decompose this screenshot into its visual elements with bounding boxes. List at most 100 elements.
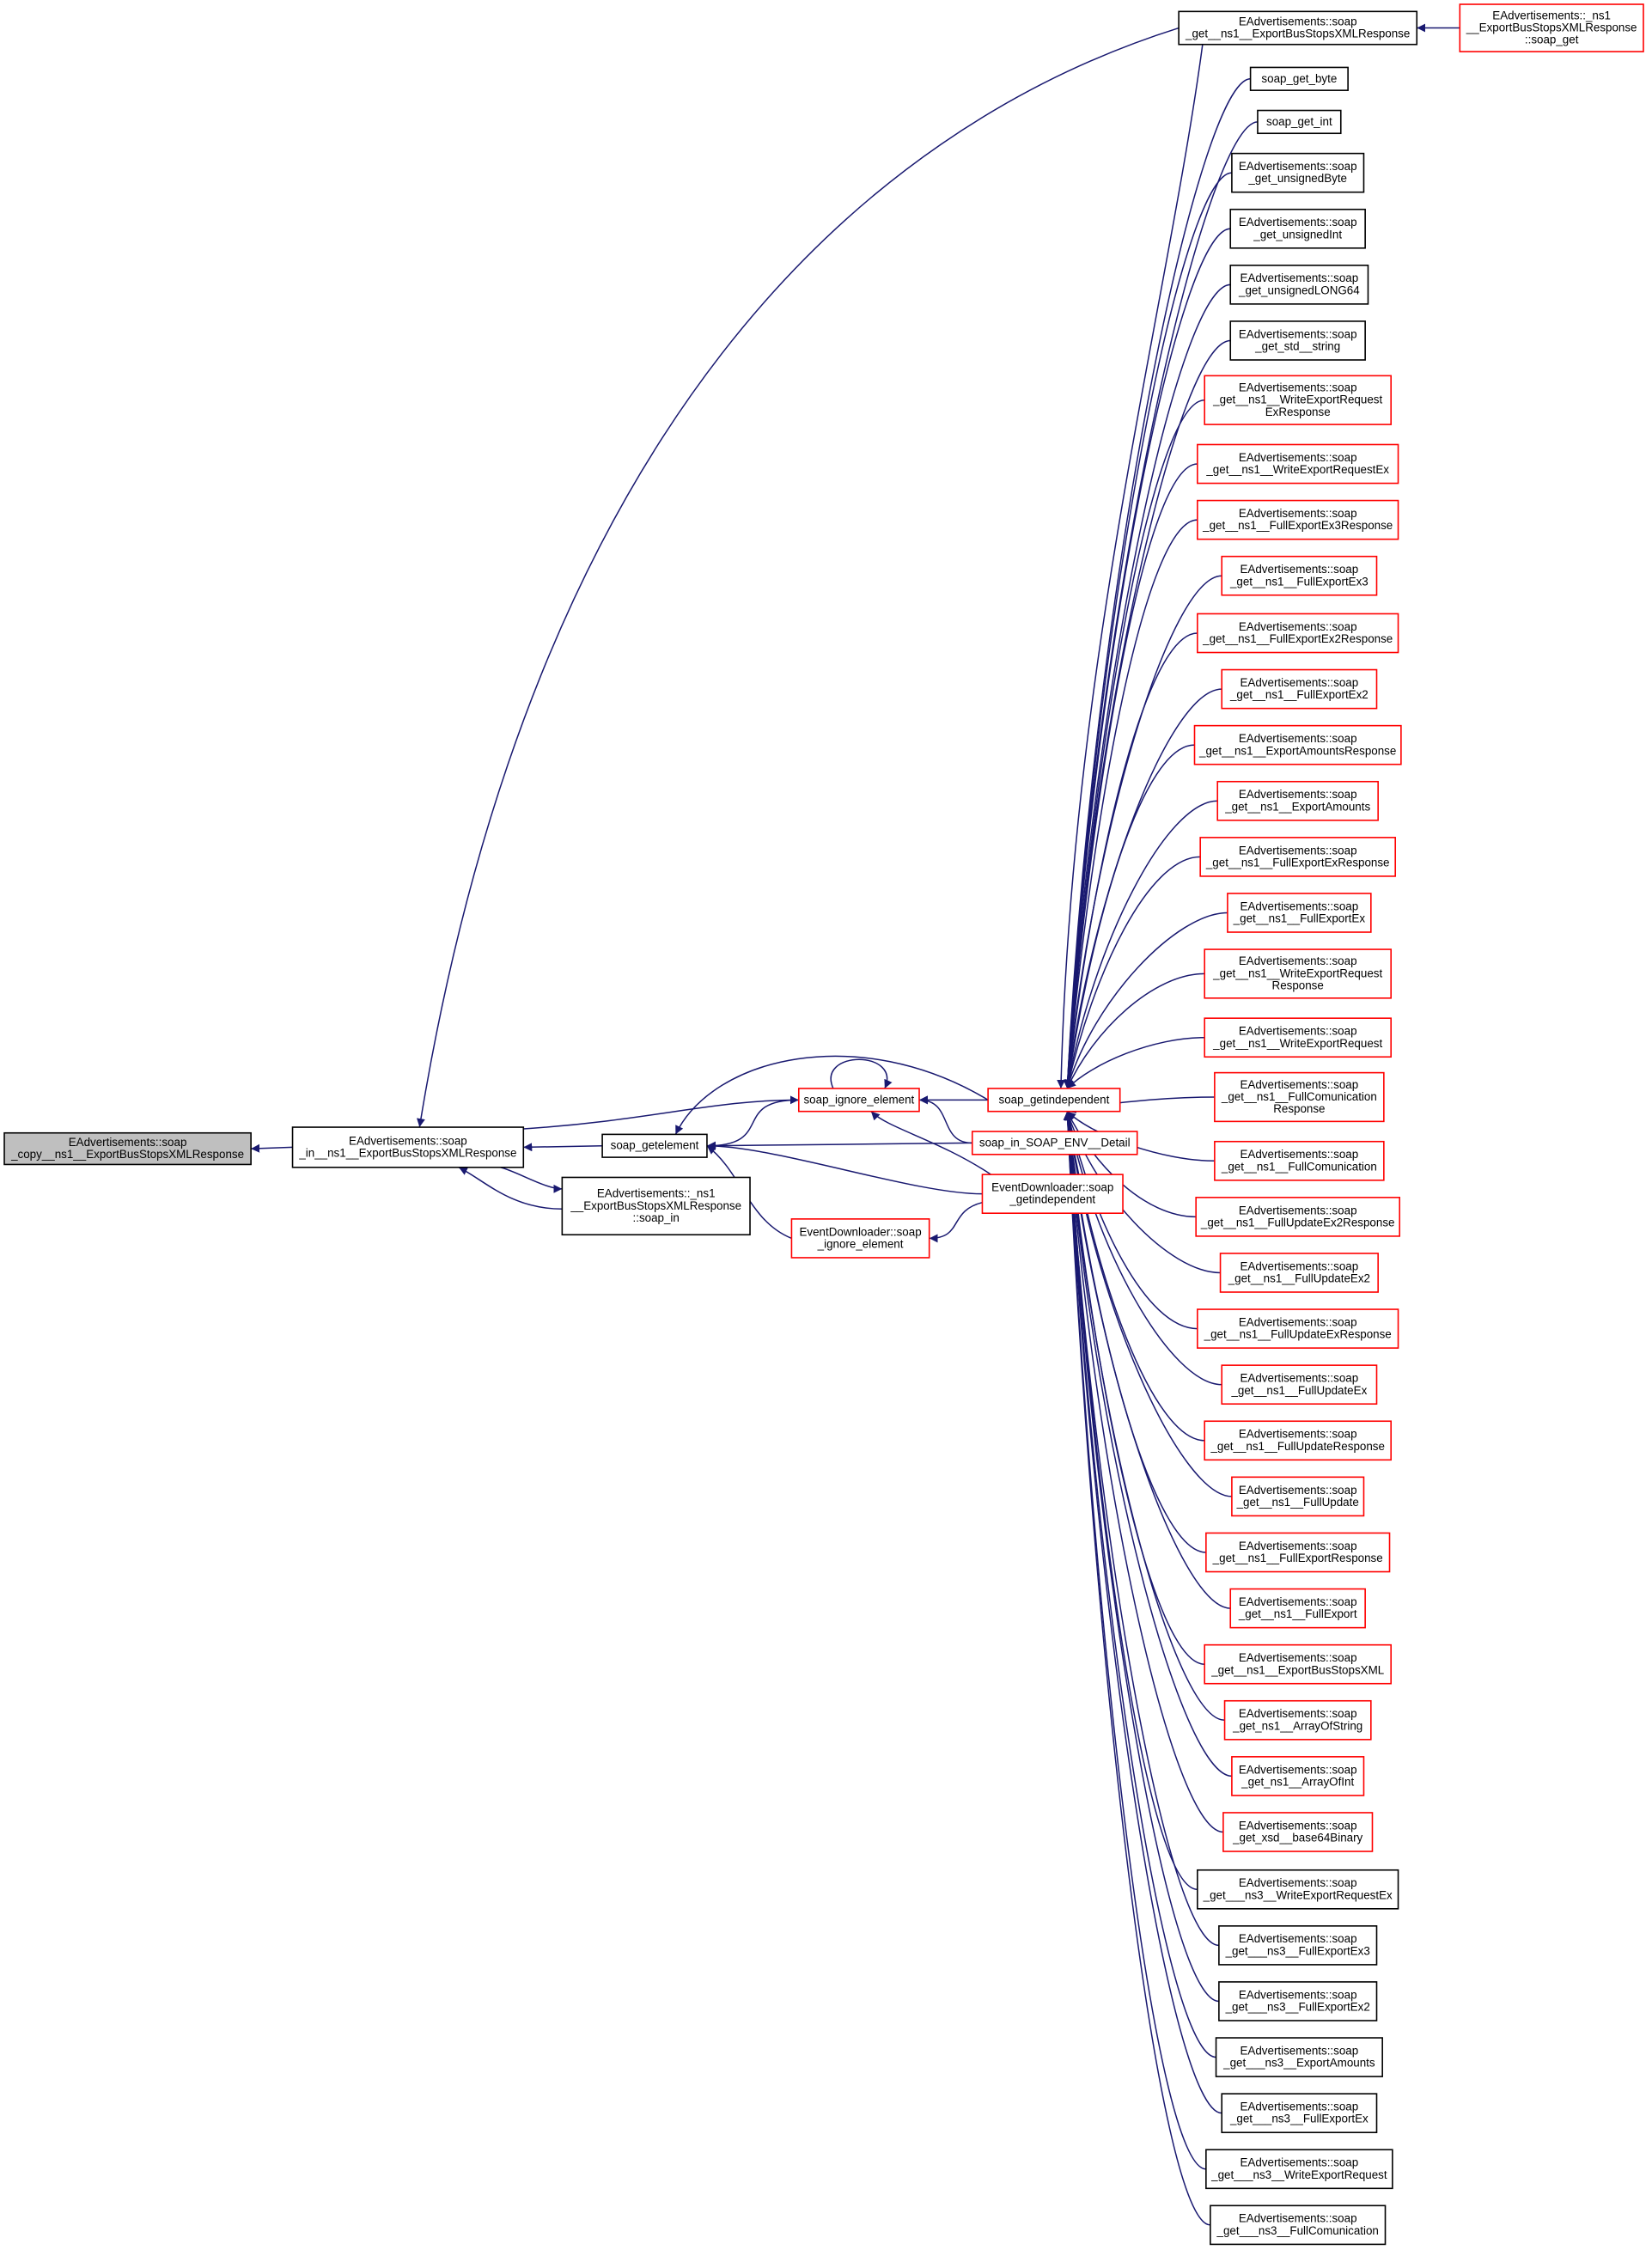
node-box[interactable]	[1229, 265, 1369, 305]
node-box[interactable]	[1210, 2204, 1387, 2246]
node-soap-getelement[interactable]: soap_getelement	[601, 1133, 708, 1158]
node-soap-in-soap-env-detail[interactable]: soap_in_SOAP_ENV__Detail	[971, 1131, 1138, 1155]
node-box[interactable]	[1218, 1981, 1378, 2021]
node-get-base64Binary[interactable]: EAdvertisements::soap_get_xsd__base64Bin…	[1222, 1812, 1374, 1852]
node-box[interactable]	[1221, 1364, 1378, 1405]
node-box[interactable]	[1193, 724, 1402, 765]
node-get-ns3-WriteExportRequestEx[interactable]: EAdvertisements::soap_get___ns3__WriteEx…	[1197, 1869, 1399, 1910]
node-box[interactable]	[601, 1133, 708, 1158]
node-get-ExportBusStopsXML[interactable]: EAdvertisements::soap_get__ns1__ExportBu…	[1204, 1643, 1392, 1685]
node-get-FullComunicationResponse[interactable]: EAdvertisements::soap_get__ns1__FullComu…	[1214, 1071, 1385, 1123]
node-box[interactable]	[1204, 375, 1392, 425]
node-box[interactable]	[987, 1088, 1121, 1113]
node-get-FullExportEx2Response[interactable]: EAdvertisements::soap_get__ns1__FullExpo…	[1197, 613, 1399, 654]
node-box[interactable]	[1197, 499, 1399, 540]
node-ns1-soap-get[interactable]: EAdvertisements::_ns1__ExportBusStopsXML…	[1459, 3, 1644, 52]
node-get-ns1-ExportBusStopsXMLResponse[interactable]: EAdvertisements::soap_get__ns1__ExportBu…	[1178, 10, 1418, 46]
node-box[interactable]	[291, 1126, 525, 1168]
node-box[interactable]	[1216, 780, 1379, 821]
node-get-FullUpdateEx2Response[interactable]: EAdvertisements::soap_get__ns1__FullUpda…	[1195, 1197, 1401, 1237]
node-box[interactable]	[1222, 1812, 1374, 1852]
node-get-ns3-FullComunication[interactable]: EAdvertisements::soap_get___ns3__FullCom…	[1210, 2204, 1387, 2246]
node-box[interactable]	[1229, 1588, 1366, 1629]
node-soap-get-int[interactable]: soap_get_int	[1257, 109, 1342, 135]
node-get-unsignedByte[interactable]: EAdvertisements::soap_get_unsignedByte	[1231, 152, 1365, 193]
node-soap-ignore-element[interactable]: soap_ignore_element	[797, 1088, 920, 1113]
node-get-ns3-ExportAmounts[interactable]: EAdvertisements::soap_get___ns3__ExportA…	[1215, 2037, 1383, 2077]
node-soap-getindependent[interactable]: soap_getindependent	[987, 1088, 1121, 1113]
node-get-FullUpdateResponse[interactable]: EAdvertisements::soap_get__ns1__FullUpda…	[1204, 1420, 1392, 1461]
node-box[interactable]	[1204, 1017, 1392, 1058]
node-box[interactable]	[1218, 1925, 1378, 1966]
node-box[interactable]	[3, 1131, 252, 1166]
node-get-ns3-FullExportEx3[interactable]: EAdvertisements::soap_get___ns3__FullExp…	[1218, 1925, 1378, 1966]
node-ed-getindependent[interactable]: EventDownloader::soap_getindependent	[981, 1174, 1124, 1215]
node-get-unsignedInt[interactable]: EAdvertisements::soap_get_unsignedInt	[1229, 208, 1366, 249]
node-box[interactable]	[1214, 1071, 1385, 1123]
node-box[interactable]	[1231, 1476, 1365, 1517]
node-get-FullExport[interactable]: EAdvertisements::soap_get__ns1__FullExpo…	[1229, 1588, 1366, 1629]
node-box[interactable]	[1204, 948, 1392, 999]
node-get-ns3-FullExportEx2[interactable]: EAdvertisements::soap_get___ns3__FullExp…	[1218, 1981, 1378, 2021]
node-get-ExportAmountsResponse[interactable]: EAdvertisements::soap_get__ns1__ExportAm…	[1193, 724, 1402, 765]
node-box[interactable]	[1205, 2149, 1393, 2190]
node-box[interactable]	[1231, 1756, 1365, 1796]
node-get-FullExportResponse[interactable]: EAdvertisements::soap_get__ns1__FullExpo…	[1205, 1532, 1391, 1573]
node-get-ns3-WriteExportRequest[interactable]: EAdvertisements::soap_get___ns3__WriteEx…	[1205, 2149, 1393, 2190]
node-box[interactable]	[971, 1131, 1138, 1155]
node-get-WriteExportRequestResponse[interactable]: EAdvertisements::soap_get__ns1__WriteExp…	[1204, 948, 1392, 999]
node-box[interactable]	[1249, 66, 1349, 91]
node-box[interactable]	[1221, 555, 1378, 596]
node-get-ExportAmounts[interactable]: EAdvertisements::soap_get__ns1__ExportAm…	[1216, 780, 1379, 821]
node-get-FullUpdate[interactable]: EAdvertisements::soap_get__ns1__FullUpda…	[1231, 1476, 1365, 1517]
node-box[interactable]	[1459, 3, 1644, 52]
node-box[interactable]	[1178, 10, 1418, 46]
node-get-FullExportEx2[interactable]: EAdvertisements::soap_get__ns1__FullExpo…	[1221, 668, 1378, 710]
node-get-FullUpdateExResponse[interactable]: EAdvertisements::soap_get__ns1__FullUpda…	[1197, 1308, 1399, 1349]
node-get-unsignedLONG64[interactable]: EAdvertisements::soap_get_unsignedLONG64	[1229, 265, 1369, 305]
node-box[interactable]	[1204, 1643, 1392, 1685]
node-root[interactable]: EAdvertisements::soap_copy__ns1__ExportB…	[3, 1131, 252, 1166]
node-get-FullExportEx[interactable]: EAdvertisements::soap_get__ns1__FullExpo…	[1227, 893, 1372, 933]
node-get-ns3-FullExportEx[interactable]: EAdvertisements::soap_get___ns3__FullExp…	[1221, 2093, 1378, 2134]
node-box[interactable]	[1223, 1699, 1372, 1741]
node-get-FullExportExResponse[interactable]: EAdvertisements::soap_get__ns1__FullExpo…	[1199, 837, 1397, 877]
node-box[interactable]	[1197, 1308, 1399, 1349]
node-box[interactable]	[1257, 109, 1342, 135]
node-box[interactable]	[1197, 443, 1399, 485]
node-get-WriteExportRequestExResponse[interactable]: EAdvertisements::soap_get__ns1__WriteExp…	[1204, 375, 1392, 425]
node-ns1-soap-in[interactable]: EAdvertisements::_ns1__ExportBusStopsXML…	[561, 1176, 751, 1236]
node-box[interactable]	[1199, 837, 1397, 877]
node-soap-get-byte[interactable]: soap_get_byte	[1249, 66, 1349, 91]
node-soap-in[interactable]: EAdvertisements::soap_in__ns1__ExportBus…	[291, 1126, 525, 1168]
node-box[interactable]	[1221, 668, 1378, 710]
node-box[interactable]	[1215, 2037, 1383, 2077]
node-get-ArrayOfInt[interactable]: EAdvertisements::soap_get_ns1__ArrayOfIn…	[1231, 1756, 1365, 1796]
node-box[interactable]	[1231, 152, 1365, 193]
node-get-WriteExportRequest[interactable]: EAdvertisements::soap_get__ns1__WriteExp…	[1204, 1017, 1392, 1058]
node-get-FullUpdateEx[interactable]: EAdvertisements::soap_get__ns1__FullUpda…	[1221, 1364, 1378, 1405]
node-box[interactable]	[1229, 208, 1366, 249]
node-get-ArrayOfString[interactable]: EAdvertisements::soap_get_ns1__ArrayOfSt…	[1223, 1699, 1372, 1741]
node-box[interactable]	[1229, 320, 1366, 361]
node-box[interactable]	[1195, 1197, 1401, 1237]
node-get-WriteExportRequestEx[interactable]: EAdvertisements::soap_get__ns1__WriteExp…	[1197, 443, 1399, 485]
node-box[interactable]	[1204, 1420, 1392, 1461]
node-ed-ignore-element[interactable]: EventDownloader::soap_ignore_element	[790, 1218, 930, 1259]
node-box[interactable]	[1221, 2093, 1378, 2134]
node-box[interactable]	[790, 1218, 930, 1259]
node-box[interactable]	[1205, 1532, 1391, 1573]
node-box[interactable]	[1197, 1869, 1399, 1910]
node-get-FullExportEx3[interactable]: EAdvertisements::soap_get__ns1__FullExpo…	[1221, 555, 1378, 596]
node-box[interactable]	[1227, 893, 1372, 933]
node-box[interactable]	[981, 1174, 1124, 1215]
node-get-FullExportEx3Response[interactable]: EAdvertisements::soap_get__ns1__FullExpo…	[1197, 499, 1399, 540]
node-get-FullUpdateEx2[interactable]: EAdvertisements::soap_get__ns1__FullUpda…	[1219, 1253, 1379, 1293]
node-box[interactable]	[1219, 1253, 1379, 1293]
node-get-std-string[interactable]: EAdvertisements::soap_get_std__string	[1229, 320, 1366, 361]
node-get-FullComunication[interactable]: EAdvertisements::soap_get__ns1__FullComu…	[1214, 1140, 1385, 1181]
node-box[interactable]	[1214, 1140, 1385, 1181]
node-box[interactable]	[1197, 613, 1399, 654]
node-box[interactable]	[797, 1088, 920, 1113]
node-box[interactable]	[561, 1176, 751, 1236]
